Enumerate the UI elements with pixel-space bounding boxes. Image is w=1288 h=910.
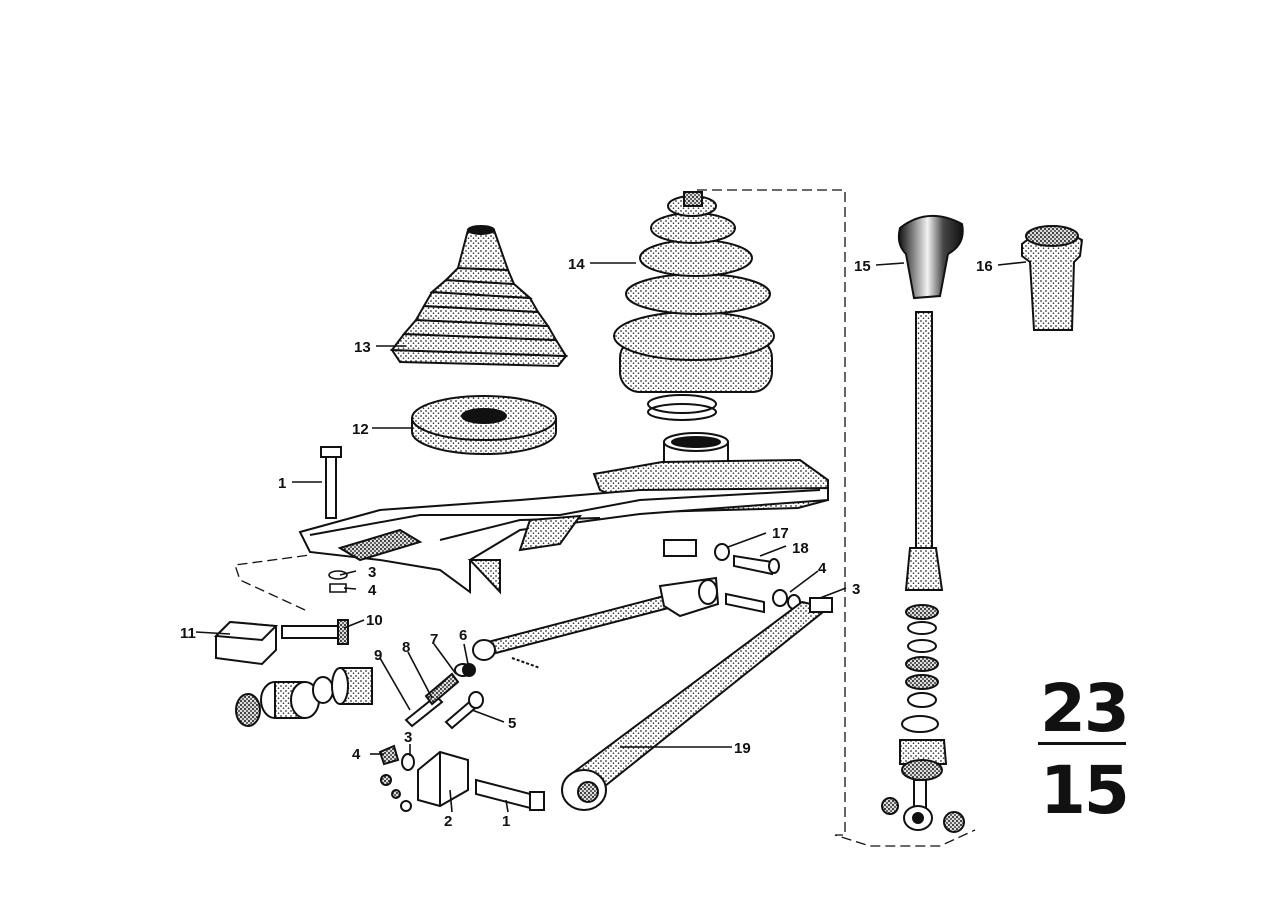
callout-2: 2 [444,813,452,830]
alt-gear-knob [1021,225,1084,331]
callout-1-bottom: 1 [502,813,510,830]
callout-14: 14 [568,256,585,273]
boot-ring [647,394,717,421]
clevis-pins [714,543,801,614]
callout-3-bottom: 3 [404,729,412,746]
pins [404,663,476,728]
callout-7: 7 [430,631,438,648]
callout-18: 18 [792,540,809,557]
dashed-boundary [234,189,976,847]
shift-rod [472,539,720,669]
shift-bracket [298,458,829,595]
callout-8: 8 [402,639,410,656]
foam-ring [411,395,557,455]
page-number-divider [1038,742,1126,745]
callout-10: 10 [366,612,383,629]
gear-lever-boot [613,191,775,393]
callout-labels: 1 12 13 14 15 16 17 18 4 3 3 4 10 11 9 8… [180,256,993,830]
callout-15: 15 [854,258,871,275]
rubber-mount [213,619,349,666]
washer-nut-left [328,570,348,593]
bushing-set [235,667,373,727]
gear-lever [881,214,965,833]
callout-9: 9 [374,647,382,664]
callout-1-top: 1 [278,475,286,492]
callout-11: 11 [180,625,196,642]
small-bracket [378,691,545,812]
callout-3-right: 3 [852,581,860,598]
callout-3-left: 3 [368,564,376,581]
callout-5: 5 [508,715,516,732]
callout-16: 16 [976,258,993,275]
callout-17: 17 [772,525,789,542]
outer-boot [390,225,569,368]
connecting-rod [561,597,833,811]
callout-12: 12 [352,421,369,438]
bolt-top [320,446,342,519]
callout-13: 13 [354,339,371,356]
page-number-top: 23 [1040,670,1130,747]
callout-4-bottom: 4 [352,746,361,763]
leader-lines [195,261,1027,813]
page-number-bottom: 15 [1040,752,1130,829]
callout-6: 6 [459,627,467,644]
callout-19: 19 [734,740,751,757]
callout-4-left: 4 [368,582,377,599]
callout-4-right: 4 [818,560,827,577]
